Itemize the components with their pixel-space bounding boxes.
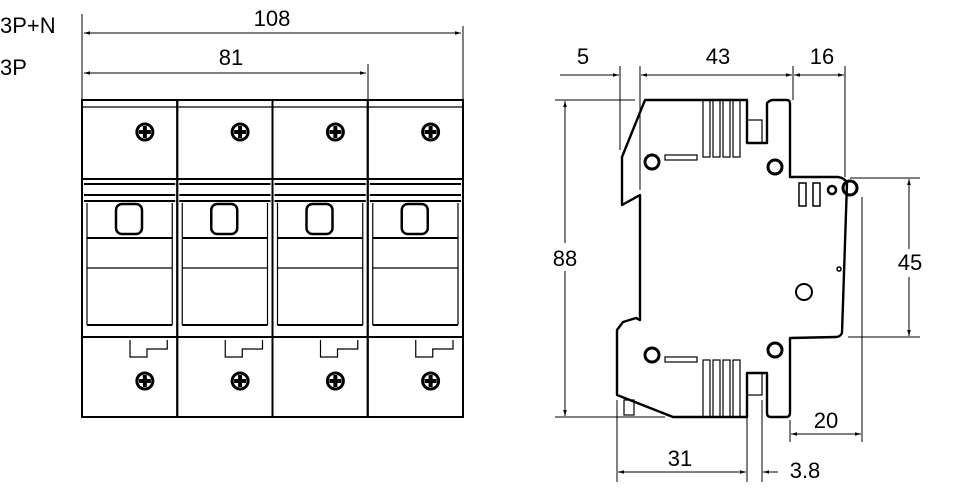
dim-3-8: 3.8 xyxy=(790,458,821,483)
side-outline xyxy=(615,98,849,419)
dim-31: 31 xyxy=(668,446,692,471)
dim-5: 5 xyxy=(577,44,589,69)
screw-icon xyxy=(230,122,250,142)
label-3p: 3P xyxy=(0,55,27,80)
screw-icon xyxy=(325,371,345,391)
side-view: 5 43 16 88 45 20 31 3.8 xyxy=(550,44,927,483)
vents-bottom xyxy=(623,356,763,418)
label-3pn: 3P+N xyxy=(0,13,56,38)
handle-window xyxy=(210,202,239,236)
dim-20: 20 xyxy=(814,408,838,433)
front-view: 3P+N 3P 108 81 xyxy=(0,6,464,418)
pole-module xyxy=(176,99,274,418)
handle-window xyxy=(305,202,334,236)
screws xyxy=(643,153,859,364)
handle-window xyxy=(400,202,429,236)
screw-icon xyxy=(421,371,441,391)
dim-81: 81 xyxy=(219,45,243,70)
screw-icon xyxy=(135,122,155,142)
screw-icon xyxy=(325,122,345,142)
screw-icon xyxy=(421,122,441,142)
pole-module xyxy=(81,99,179,418)
dim-43: 43 xyxy=(706,44,730,69)
dim-88: 88 xyxy=(553,246,577,271)
dim-45: 45 xyxy=(898,250,922,275)
dim-108: 108 xyxy=(254,6,291,31)
vents-top xyxy=(664,99,763,161)
pole-module xyxy=(271,99,369,418)
screw-icon xyxy=(135,371,155,391)
dim-16: 16 xyxy=(810,44,834,69)
screw-icon xyxy=(230,371,250,391)
handle-window xyxy=(114,202,144,236)
pole-module xyxy=(366,99,464,418)
